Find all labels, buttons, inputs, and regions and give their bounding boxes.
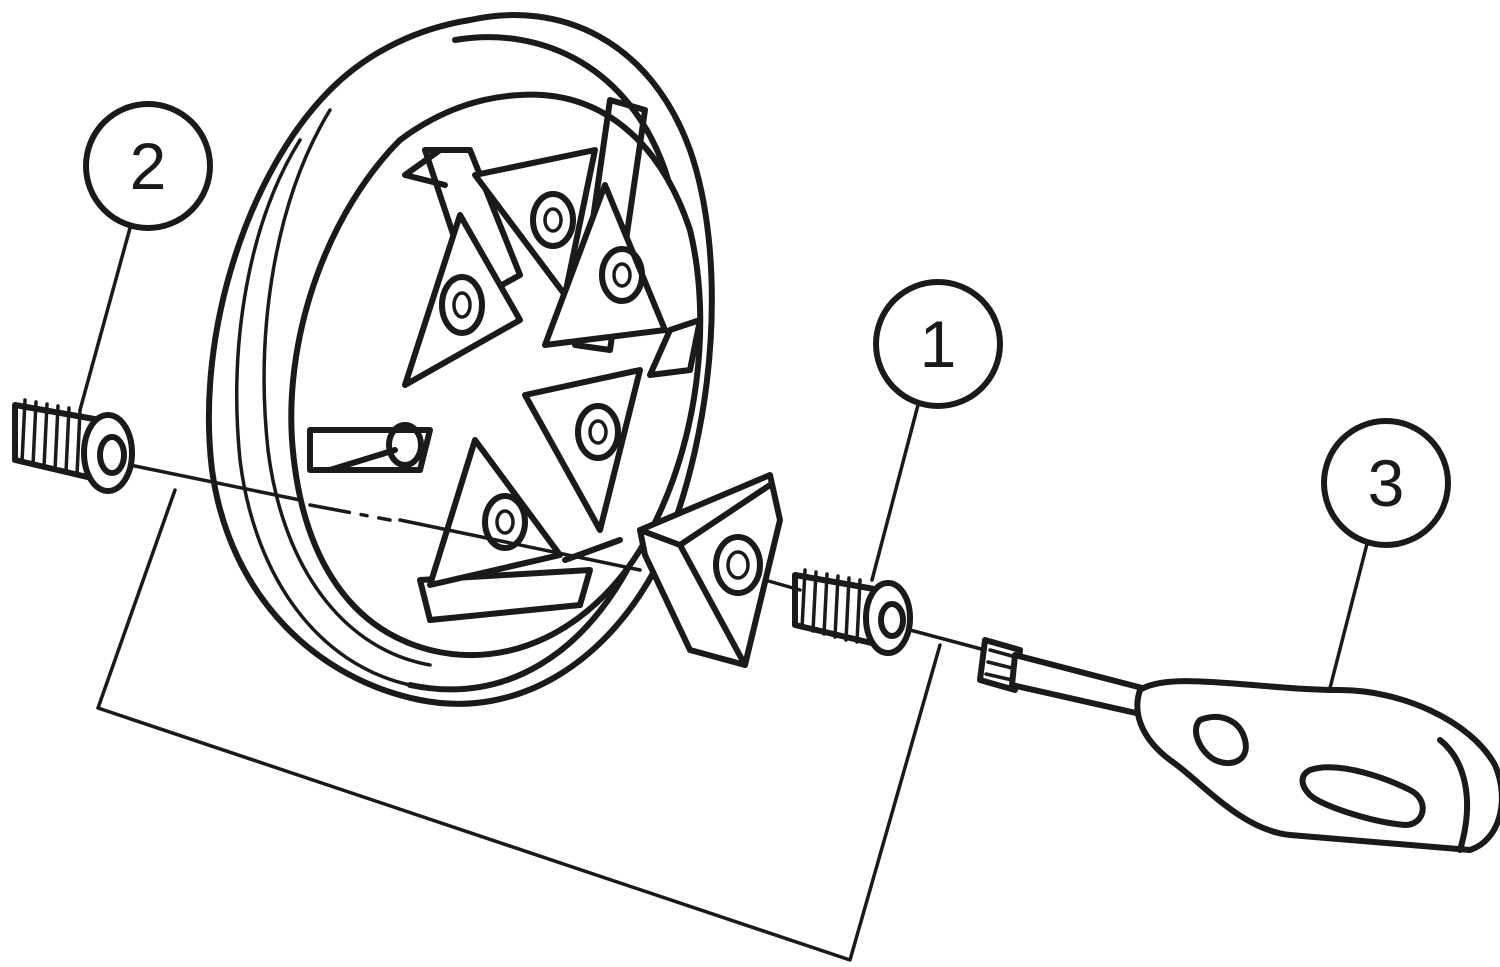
assembly-axis [128, 463, 987, 652]
screwdriver-part-3 [977, 637, 1500, 853]
leader-lines [78, 226, 1370, 962]
mounted-inserts [386, 147, 668, 588]
callout-2: 2 [83, 101, 213, 231]
screw-part-1 [792, 568, 913, 656]
screw-part-2 [12, 398, 135, 494]
loose-insert [637, 472, 783, 668]
callout-1: 1 [873, 279, 1003, 409]
callout-3-label: 3 [1368, 446, 1405, 520]
callout-2-label: 2 [130, 129, 167, 203]
callout-3: 3 [1321, 418, 1451, 548]
cutter-body [205, 12, 715, 707]
callout-1-label: 1 [920, 307, 957, 381]
